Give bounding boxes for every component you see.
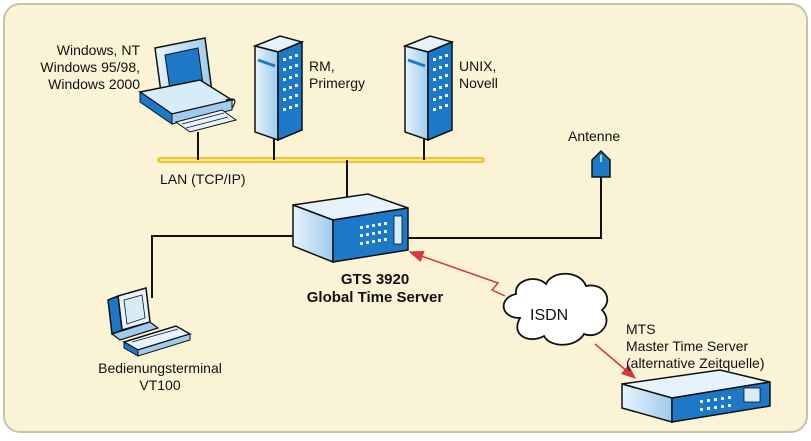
terminal-label: Bedienungsterminal VT100 [70, 360, 250, 394]
mts-device-icon [621, 369, 771, 423]
isdn-label: ISDN [530, 307, 569, 324]
antenna-icon [591, 149, 611, 178]
terminal-icon [107, 287, 192, 357]
windows-label: Windows, NT Windows 95/98, Windows 2000 [24, 42, 140, 93]
mts-label-line3: (alternative Zeitquelle) [626, 355, 765, 371]
connection-lines [151, 132, 602, 298]
terminal-label-line2: VT100 [139, 377, 181, 393]
rm-label-line2: Primergy [309, 75, 366, 91]
windows-label-line3: Windows 2000 [48, 76, 140, 92]
isdn-cloud [502, 272, 608, 346]
unix-label-line2: Novell [459, 75, 498, 91]
terminal-link [151, 235, 293, 298]
mts-label-line2: Master Time Server [626, 338, 749, 354]
gts-device-icon [292, 193, 409, 264]
terminal-label-line1: Bedienungsterminal [98, 360, 222, 376]
gts-label-line2: Global Time Server [306, 289, 444, 306]
mts-label-line1: MTS [626, 321, 656, 337]
antenne-label: Antenne [568, 128, 621, 144]
windows-label-line2: Windows 95/98, [40, 59, 140, 75]
gts-label-line1: GTS 3920 [340, 271, 410, 288]
unix-server-icon [402, 35, 455, 142]
lan-label: LAN (TCP/IP) [160, 171, 246, 187]
unix-label-line1: UNIX, [459, 58, 497, 74]
unix-label: UNIX, Novell [459, 58, 498, 92]
antenna-link [408, 177, 602, 239]
windows-label-line1: Windows, NT [56, 42, 140, 58]
mts-label: MTS Master Time Server (alternative Zeit… [626, 321, 765, 372]
isdn-link [408, 250, 637, 379]
rm-label-line1: RM, [309, 58, 335, 74]
windows-pc-icon [138, 37, 238, 133]
rm-server-icon [252, 35, 305, 142]
rm-label: RM, Primergy [309, 58, 365, 92]
gts-label: GTS 3920 Global Time Server [270, 271, 480, 307]
